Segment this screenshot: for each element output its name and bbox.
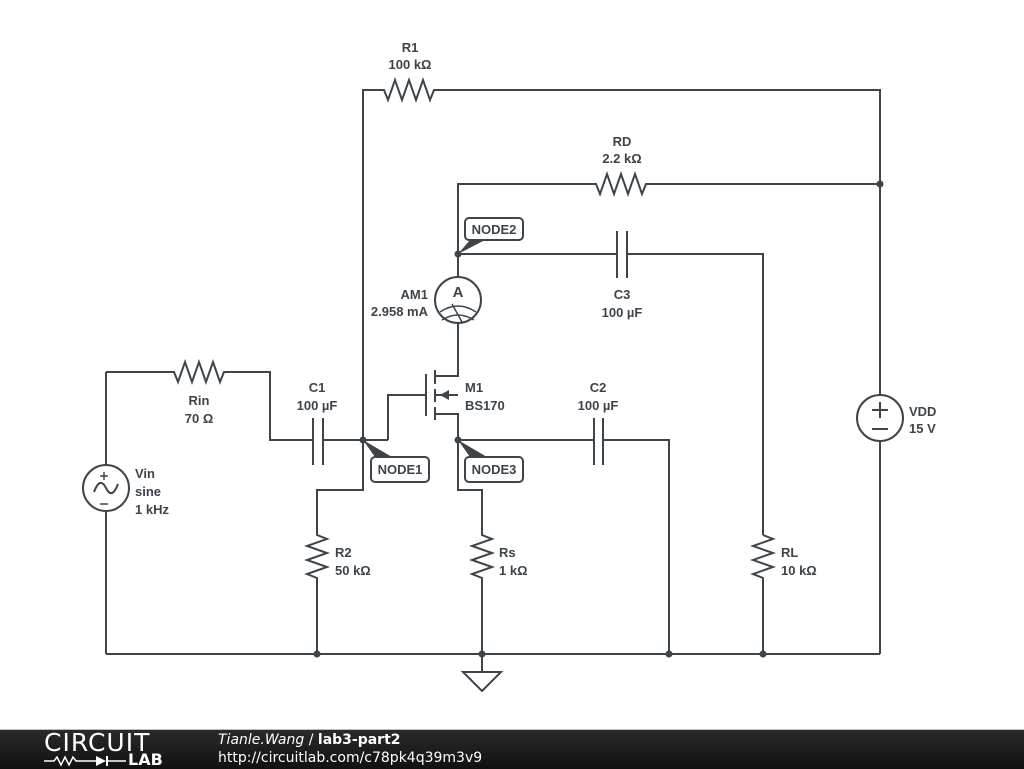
resistor-diode-logo-icon [44, 755, 126, 767]
rs-value: 1 kΩ [499, 563, 528, 578]
am1-value: 2.958 mA [371, 304, 429, 319]
vin-type: sine [135, 484, 161, 499]
rl-name: RL [781, 545, 798, 560]
ground-icon[interactable] [460, 654, 504, 693]
c3-value: 100 µF [602, 305, 643, 320]
resistor-r2[interactable]: R2 50 kΩ [303, 440, 371, 654]
circuit-schematic: R1 100 kΩ RD 2.2 kΩ VDD 15 V C3 100 µF R… [82, 40, 936, 693]
separator: / [304, 732, 318, 748]
owner-link[interactable]: Tianle.Wang [218, 732, 305, 748]
resistor-rd[interactable]: RD 2.2 kΩ [457, 134, 880, 254]
junction-dot [313, 650, 321, 658]
resistor-r1[interactable]: R1 100 kΩ [362, 40, 881, 440]
rd-value: 2.2 kΩ [602, 151, 641, 166]
rin-value: 70 Ω [185, 411, 214, 426]
circuit-owner-title: Tianle.Wang / lab3-part2 [218, 732, 401, 748]
mosfet-m1[interactable]: M1 BS170 [387, 368, 505, 440]
voltage-source-vdd[interactable]: VDD 15 V [856, 184, 936, 654]
voltage-source-vin[interactable]: Vin sine 1 kHz [82, 372, 169, 654]
r2-value: 50 kΩ [335, 563, 371, 578]
ammeter-icon: A [453, 284, 464, 301]
c1-value: 100 µF [297, 398, 338, 413]
r1-name: R1 [402, 40, 419, 55]
vin-freq: 1 kHz [135, 502, 169, 517]
rd-name: RD [613, 134, 632, 149]
rs-name: Rs [499, 545, 516, 560]
node1-text: NODE1 [378, 462, 423, 477]
node-label-node1[interactable]: NODE1 [363, 440, 430, 483]
sine-wave-icon [93, 481, 119, 495]
capacitor-c3[interactable]: C3 100 µF [458, 231, 764, 535]
m1-name: M1 [465, 380, 483, 395]
vin-name: Vin [135, 466, 155, 481]
circuit-url[interactable]: http://circuitlab.com/c78pk4q39m3v9 [218, 750, 483, 766]
m1-value: BS170 [465, 398, 505, 413]
junction-dot [665, 650, 673, 658]
vdd-name: VDD [909, 404, 936, 419]
circuitlab-logo-lab: LAB [128, 750, 163, 769]
r1-value: 100 kΩ [389, 57, 432, 72]
vdd-value: 15 V [909, 421, 936, 436]
footer-bar: CIRCUIT LAB Tianle.Wang / lab3-part2 htt… [0, 729, 1024, 769]
capacitor-c1[interactable]: C1 100 µF [297, 380, 363, 465]
c2-value: 100 µF [578, 398, 619, 413]
c2-name: C2 [590, 380, 607, 395]
junction-dot [759, 650, 767, 658]
resistor-rl[interactable]: RL 10 kΩ [749, 534, 817, 654]
rl-value: 10 kΩ [781, 563, 817, 578]
circuitlab-logo[interactable]: CIRCUIT [44, 728, 151, 757]
resistor-rin[interactable]: Rin 70 Ω [106, 358, 313, 441]
node-label-node3[interactable]: NODE3 [458, 440, 524, 483]
c3-name: C3 [614, 287, 631, 302]
project-name[interactable]: lab3-part2 [317, 732, 401, 748]
capacitor-c2[interactable]: C2 100 µF [458, 380, 670, 654]
node-label-node2[interactable]: NODE2 [458, 217, 524, 254]
node2-text: NODE2 [472, 222, 517, 237]
r2-name: R2 [335, 545, 352, 560]
resistor-rs[interactable]: Rs 1 kΩ [457, 440, 528, 654]
ammeter-am1[interactable]: A AM1 2.958 mA [371, 254, 482, 368]
node3-text: NODE3 [472, 462, 517, 477]
am1-name: AM1 [401, 287, 428, 302]
rin-name: Rin [189, 393, 210, 408]
c1-name: C1 [309, 380, 326, 395]
